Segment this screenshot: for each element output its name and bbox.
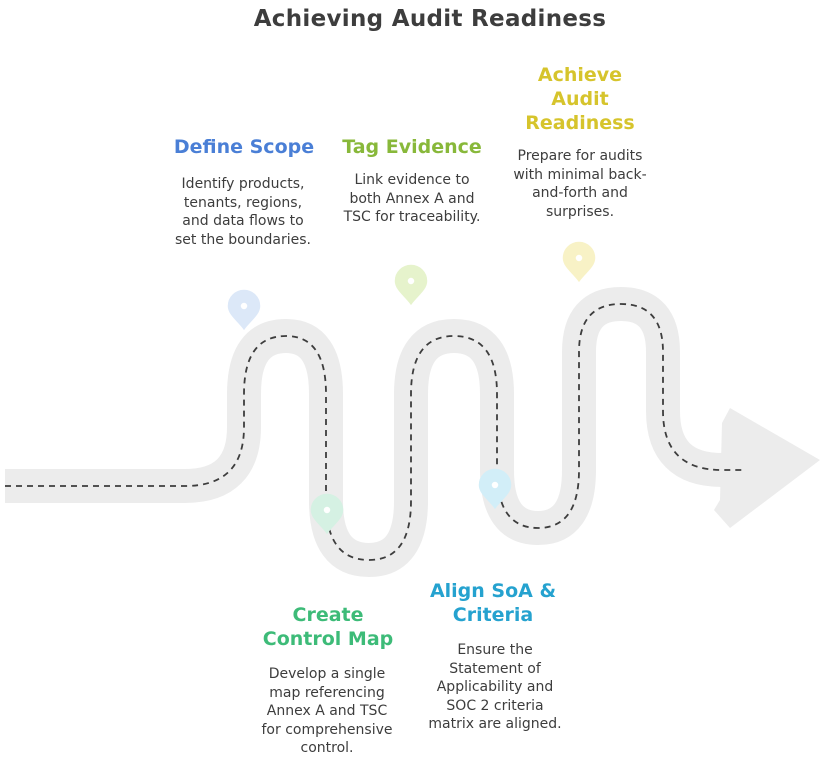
road [5, 287, 820, 577]
pin-define-scope [227, 289, 261, 331]
step-desc-define-scope: Identify products, tenants, regions, and… [175, 176, 311, 248]
road-arrowhead [714, 408, 820, 528]
step-title-create-control-map: Create Control Map [262, 604, 394, 650]
road-center-dash [5, 303, 745, 561]
pin-create-control-map [310, 493, 344, 535]
step-title-align-soa: Align SoA & Criteria [429, 580, 557, 626]
step-title-tag-evidence: Tag Evidence [342, 136, 482, 158]
step-title-define-scope: Define Scope [173, 136, 315, 158]
step-desc-tag-evidence: Link evidence to both Annex A and TSC fo… [343, 172, 481, 225]
page-title: Achieving Audit Readiness [253, 6, 607, 32]
pin-achieve-readiness [562, 241, 596, 283]
road-path [5, 287, 745, 577]
step-desc-align-soa: Ensure the Statement of Applicability an… [428, 642, 562, 732]
pin-tag-evidence [394, 264, 428, 306]
step-desc-achieve-readiness: Prepare for audits with minimal back-and… [513, 148, 647, 220]
step-desc-create-control-map: Develop a single map referencing Annex A… [261, 666, 393, 756]
pin-align-soa [478, 468, 512, 510]
step-title-achieve-readiness: Achieve Audit Readiness [525, 64, 635, 134]
